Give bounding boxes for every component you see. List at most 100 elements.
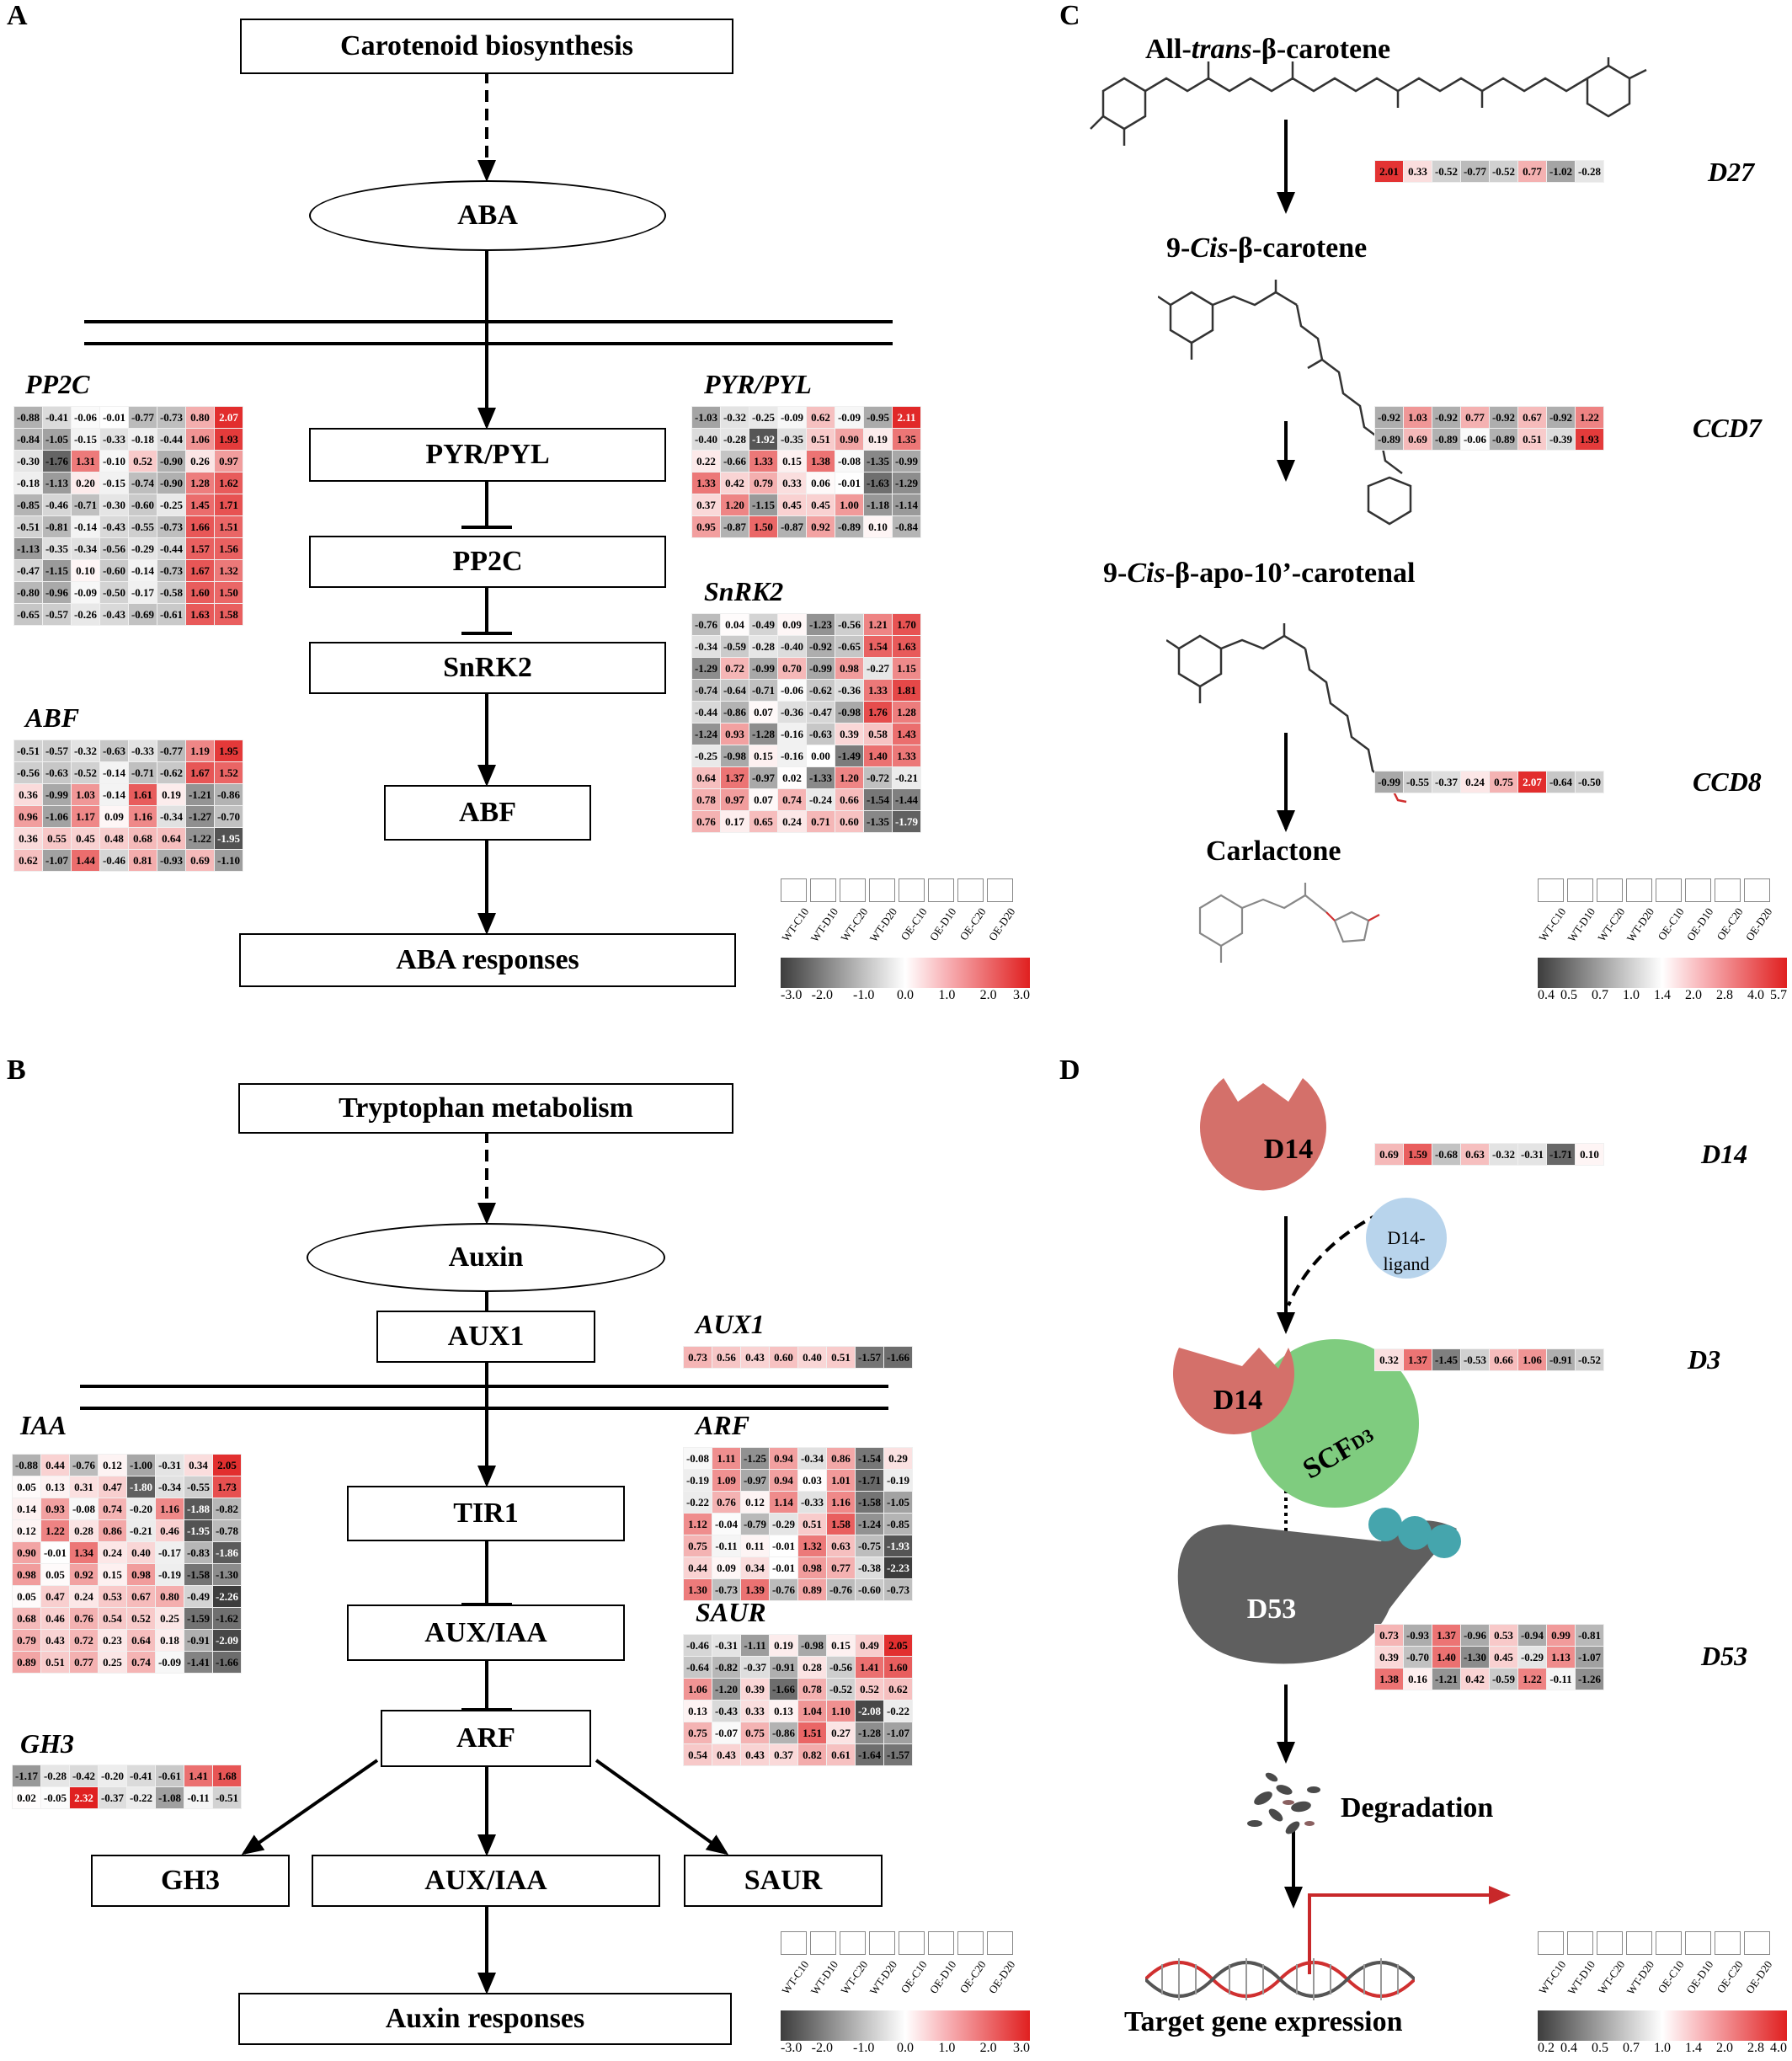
heatmap-cell: 1.52 (214, 761, 243, 784)
heatmap-cell: 1.67 (185, 761, 215, 784)
heatmap-cell: -0.66 (720, 450, 749, 473)
heatmap-cell: -1.93 (883, 1535, 913, 1557)
heatmap-cell: -0.73 (157, 559, 186, 582)
heatmap-cell: -1.66 (212, 1651, 242, 1674)
legend-sample-box (1626, 878, 1652, 902)
heatmap-cell: -0.34 (691, 635, 721, 658)
heatmap-cell: 0.75 (1489, 771, 1518, 793)
heatmap-cell: 0.68 (12, 1607, 41, 1630)
heatmap-cell: 1.40 (863, 745, 893, 767)
heatmap-cell: -1.03 (691, 406, 721, 429)
heatmap-cell: -0.04 (712, 1513, 741, 1535)
aba-hormone-oval: ABA (309, 180, 666, 251)
heatmap-cell: -1.10 (214, 849, 243, 872)
legend-sample-boxes (1538, 878, 1787, 902)
legend-tick-label: 3.0 (1013, 988, 1030, 1002)
heatmap-cell: -0.42 (69, 1765, 99, 1787)
legend-sample-box (810, 878, 836, 902)
heatmap-cell: -0.21 (126, 1519, 156, 1542)
heatmap-cell: 1.58 (826, 1513, 856, 1535)
legend-tick-label: 1.0 (938, 988, 956, 1002)
legend-color-bar (1538, 958, 1787, 988)
heatmap-cell: 0.13 (769, 1700, 798, 1722)
heatmap-cell: -1.57 (883, 1743, 913, 1766)
heatmap-cell: 1.33 (863, 679, 893, 702)
heatmap-cell: -1.05 (883, 1491, 913, 1514)
heatmap-cell: -0.09 (155, 1651, 184, 1674)
heatmap-cell: -0.37 (740, 1656, 770, 1679)
heatmap-cell: -0.97 (740, 1469, 770, 1492)
legend-sample-name: WT-D10 (808, 1958, 841, 1998)
heatmap-cell: 1.70 (892, 613, 921, 636)
heatmap-cell: -0.56 (835, 613, 864, 636)
heatmap-cell: 1.41 (855, 1656, 884, 1679)
heatmap-cell: -0.16 (777, 745, 807, 767)
heatmap-cell: 0.81 (128, 849, 157, 872)
legend-sample-name: OE-C20 (1714, 905, 1746, 943)
heatmap-cell: 0.53 (1489, 1624, 1518, 1647)
legend-sample-box (1567, 1931, 1593, 1955)
heatmap-cell: -0.52 (1575, 1348, 1604, 1371)
heatmap-cell: -0.50 (1575, 771, 1604, 793)
heatmap-cell: 0.13 (683, 1700, 712, 1722)
heatmap-cell: 0.18 (155, 1629, 184, 1652)
heatmap-cell: 0.24 (1460, 771, 1490, 793)
heatmap-cell: 0.78 (797, 1678, 827, 1701)
heatmap-cell: 0.20 (71, 472, 100, 494)
heatmap-cell: -0.97 (749, 766, 778, 789)
heatmap-cell: 0.54 (98, 1607, 127, 1630)
heatmap-cell: 0.63 (826, 1535, 856, 1557)
gene-label-d27: D27 (1708, 157, 1755, 187)
heatmap-cell: -1.06 (42, 805, 72, 828)
heatmap-cell: -0.10 (99, 450, 129, 473)
heatmap-cell: 0.76 (691, 810, 721, 833)
legend-tick-label: 1.4 (1654, 988, 1671, 1002)
heatmap-cell: -0.96 (1460, 1624, 1490, 1647)
degradation-debris (1247, 1772, 1320, 1834)
legend-sample-name: WT-C20 (1595, 905, 1628, 944)
legend-tick-label: 0.7 (1623, 2041, 1640, 2055)
heatmap-cell: 0.45 (71, 827, 100, 850)
heatmap-cell: -0.14 (99, 783, 129, 806)
heatmap-cell: 0.60 (835, 810, 864, 833)
heatmap-cell: 1.01 (826, 1469, 856, 1492)
legend-sample-box (840, 1931, 866, 1955)
heatmap-cell: -0.65 (13, 603, 43, 626)
heatmap-cell: -1.66 (883, 1346, 913, 1369)
heatmap-cell: -1.35 (863, 450, 893, 473)
heatmap-cell: 1.39 (740, 1578, 770, 1601)
heatmap-cell: -0.70 (214, 805, 243, 828)
heatmap-cell: 1.68 (212, 1765, 242, 1787)
heatmap-cell: 0.15 (777, 450, 807, 473)
heatmap-cell: 0.79 (749, 472, 778, 494)
heatmap-cell: -0.06 (1460, 428, 1490, 451)
heatmap-cell: -1.27 (185, 805, 215, 828)
heatmap-cell: 0.69 (185, 849, 215, 872)
heatmap-cell: 0.07 (749, 788, 778, 811)
heatmap-cell: 1.30 (683, 1578, 712, 1601)
heatmap-cell: -0.52 (826, 1678, 856, 1701)
heatmap-cell: -0.44 (157, 537, 186, 560)
heatmap-cell: -0.64 (683, 1656, 712, 1679)
heatmap-cell: -0.55 (1403, 771, 1432, 793)
compound-carlactone: Carlactone (1206, 836, 1341, 867)
heatmap-cell: 0.00 (806, 745, 835, 767)
heatmap-cell: -0.73 (157, 515, 186, 538)
heatmap-cell: 0.89 (12, 1651, 41, 1674)
legend-sample-box (1656, 878, 1682, 902)
heatmap-cell: -1.92 (749, 428, 778, 451)
heatmap-cell: -0.24 (806, 788, 835, 811)
